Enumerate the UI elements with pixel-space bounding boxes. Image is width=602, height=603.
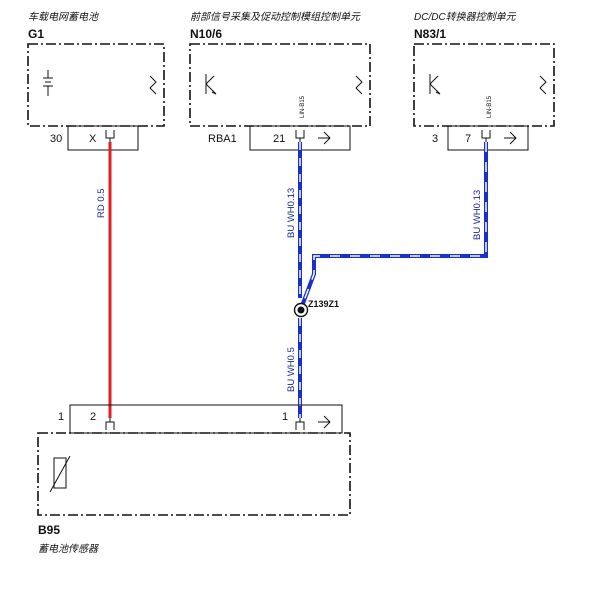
n83-id: N83/1: [414, 27, 446, 41]
bu-wire-n83-label: BU WH0.13: [472, 190, 483, 240]
n83-name: DC/DC转换器控制单元: [414, 11, 517, 23]
bu-wire-n83: [300, 142, 488, 307]
g1-box: [27, 43, 165, 127]
n83-terminal-icon: [481, 130, 491, 142]
g1-pin-right: X: [89, 133, 97, 145]
b95-terminal-1-icon: [295, 418, 305, 430]
g1-name: 车载电网蓄电池: [28, 11, 99, 23]
n10-resistor-icon: [318, 131, 331, 145]
n10-ground-icon: [355, 75, 363, 95]
battery-icon: [43, 70, 53, 96]
b95-pin-2: 2: [90, 411, 96, 423]
b95-pin-1: 1: [282, 411, 288, 423]
n10-bus-label: LIN-B15: [300, 95, 306, 118]
n83-pin-left: 3: [432, 133, 438, 145]
n83-bus-label: LIN-B15: [487, 95, 493, 118]
n10-terminal-icon: [295, 130, 305, 142]
b95-resistor-icon: [318, 415, 331, 429]
g1-terminal-icon: [105, 130, 115, 142]
sensor-icon: [49, 455, 71, 493]
b95-box: [37, 432, 351, 516]
bu-wire-b95-label: BU WH0.5: [286, 347, 297, 392]
n10-transistor-icon: [205, 74, 217, 95]
g1-pin-left: 30: [50, 133, 62, 145]
n10-name: 前部信号采集及促动控制模组控制单元: [190, 11, 361, 23]
g1-id: G1: [28, 27, 44, 41]
n10-id: N10/6: [190, 27, 222, 41]
n83-pin-right: 7: [465, 133, 471, 145]
b95-id: B95: [38, 523, 60, 537]
n10-pin-right: 21: [273, 133, 285, 145]
g1-connector: [67, 125, 139, 151]
n83-box: [413, 43, 555, 127]
splice-label: Z139Z1: [308, 299, 339, 309]
b95-terminal-2-icon: [105, 418, 115, 430]
g1-ground-icon: [149, 75, 157, 95]
red-wire-label: RD 0.5: [96, 188, 107, 218]
n83-ground-icon: [539, 75, 547, 95]
b95-pin-1-left: 1: [58, 411, 64, 423]
n83-resistor-icon: [504, 131, 517, 145]
n10-pin-left: RBA1: [208, 133, 237, 145]
b95-name: 蓄电池传感器: [38, 543, 99, 555]
bu-wire-n10-label: BU WH0.13: [286, 188, 297, 238]
n10-box: [189, 43, 371, 127]
splice-node: [293, 302, 309, 318]
n83-transistor-icon: [429, 74, 441, 95]
